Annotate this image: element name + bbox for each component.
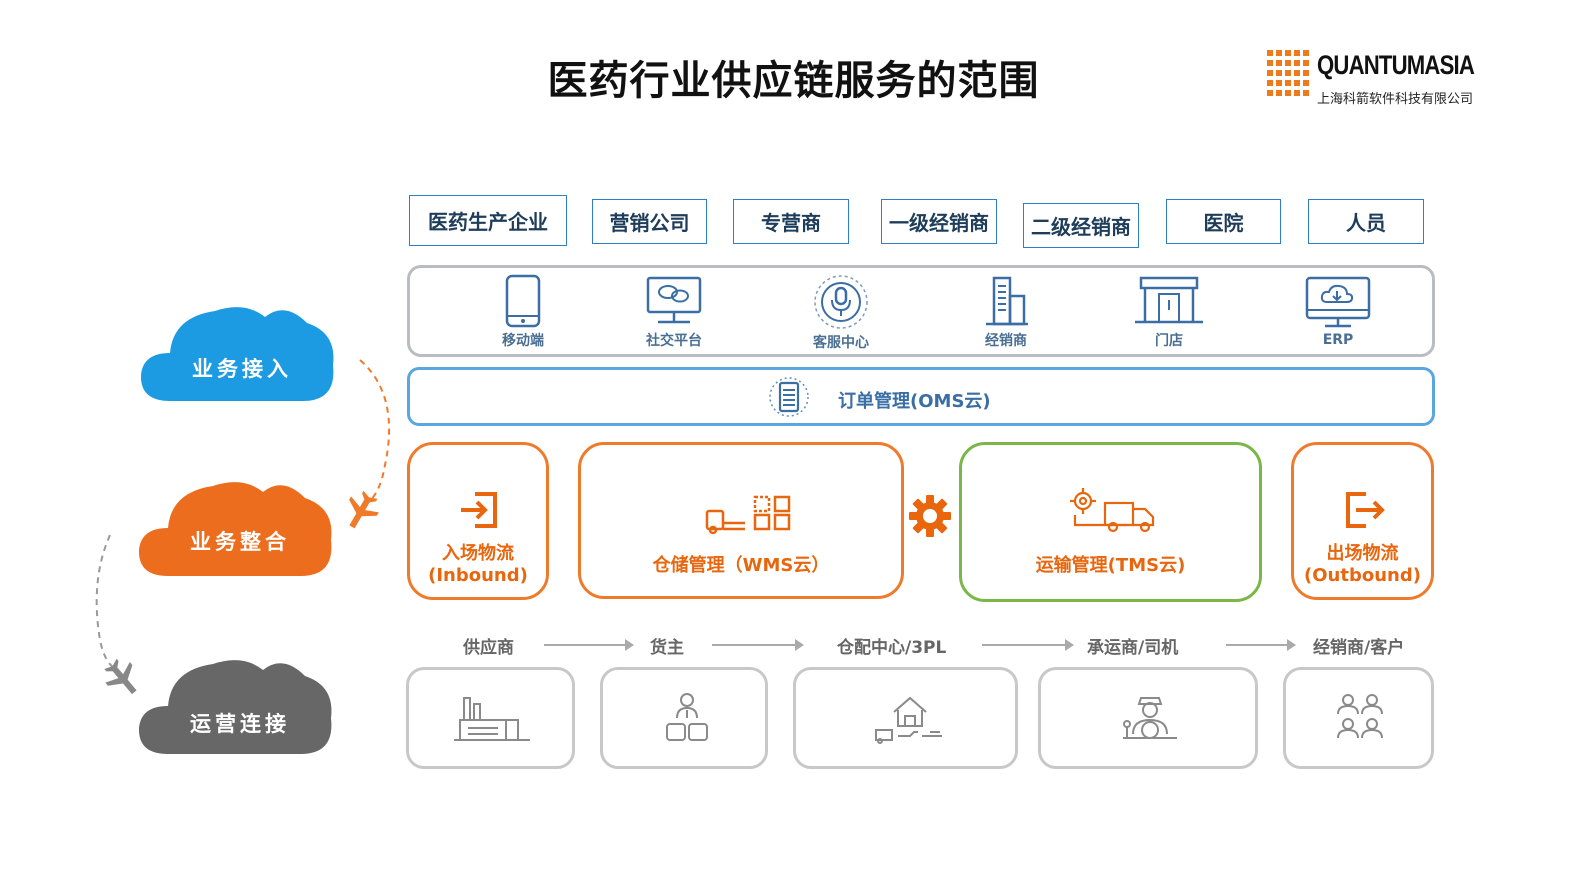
warehouse-icon <box>875 696 942 744</box>
flow-arrow <box>712 639 804 651</box>
flow-arrow <box>1226 639 1296 651</box>
cloud-monitor-icon <box>1305 276 1371 328</box>
op-carrier-box <box>1038 667 1258 769</box>
op-label-cargo-owner: 货主 <box>650 638 684 658</box>
stakeholder-tier2-distributor: 二级经销商 <box>1023 203 1139 248</box>
tms-label: 运输管理(TMS云) <box>1035 555 1186 576</box>
channel-call-center: 客服中心 <box>781 274 901 352</box>
company-logo: QUANTUMASIA 上海科箭软件科技有限公司 <box>1265 48 1480 108</box>
airplane-icon <box>104 658 137 695</box>
logo-company: 上海科箭软件科技有限公司 <box>1317 92 1474 107</box>
cloud-business-access <box>140 307 334 401</box>
cloud-operations-connect <box>138 660 332 754</box>
op-label-carrier: 承运商/司机 <box>1087 638 1179 658</box>
stakeholder-pharma-manufacturer: 医药生产企业 <box>409 195 567 246</box>
people-group-icon <box>1337 694 1383 739</box>
op-label-supplier: 供应商 <box>463 638 514 658</box>
logo-mark-icon <box>1267 50 1309 96</box>
op-dealer-box <box>1283 667 1434 769</box>
cloud-label-access: 业务接入 <box>192 357 292 381</box>
channel-erp: ERP <box>1278 274 1398 348</box>
op-label-dealer-customer: 经销商/客户 <box>1313 638 1405 658</box>
inbound-label: 入场物流 <box>442 543 514 564</box>
inbound-sublabel: (Inbound) <box>428 565 528 586</box>
dashed-connector-gray <box>95 534 137 695</box>
channels-panel: 移动端 社交平台 客服中心 经销商 门店 ERP <box>407 265 1435 357</box>
flow-arrow <box>982 639 1074 651</box>
driver-icon <box>1123 697 1177 739</box>
outbound-label: 出场物流 <box>1326 543 1399 564</box>
channel-social: 社交平台 <box>614 274 734 350</box>
stakeholder-exclusive-dealer: 专营商 <box>733 199 849 244</box>
warehouse-truck-icon <box>705 495 791 535</box>
wms-panel: 仓储管理（WMS云） <box>578 442 904 599</box>
gear-truck-icon <box>1070 488 1155 533</box>
exit-icon <box>1346 492 1385 528</box>
chat-monitor-icon <box>646 276 702 324</box>
outbound-panel: 出场物流 (Outbound) <box>1291 442 1434 600</box>
outbound-sublabel: (Outbound) <box>1304 565 1421 586</box>
airplane-icon <box>349 490 379 529</box>
mobile-icon <box>505 274 541 328</box>
oms-panel: 订单管理(OMS云) <box>407 367 1435 426</box>
flow-arrow <box>544 639 634 651</box>
stakeholder-personnel: 人员 <box>1308 199 1424 244</box>
stakeholder-hospital: 医院 <box>1166 199 1281 244</box>
storefront-icon <box>1135 276 1203 324</box>
gear-icon <box>909 495 951 537</box>
logo-brand: QUANTUMASIA <box>1317 50 1475 80</box>
factory-icon <box>454 697 530 741</box>
stakeholder-tier1-distributor: 一级经销商 <box>881 199 997 244</box>
cloud-label-connect: 运营连接 <box>190 712 290 736</box>
page-title: 医药行业供应链服务的范围 <box>547 58 1040 104</box>
channel-mobile: 移动端 <box>463 274 583 350</box>
microphone-icon <box>814 275 868 329</box>
stakeholder-marketing-company: 营销公司 <box>592 199 707 244</box>
oms-label: 订单管理(OMS云) <box>838 391 991 412</box>
inbound-panel: 入场物流 (Inbound) <box>407 442 549 600</box>
wms-label: 仓储管理（WMS云） <box>652 555 830 576</box>
channel-distributor: 经销商 <box>946 274 1066 350</box>
tms-panel: 运输管理(TMS云) <box>959 442 1262 602</box>
op-3pl-box <box>793 667 1018 769</box>
cloud-business-integration <box>138 482 332 576</box>
server-icon <box>769 377 809 417</box>
dashed-connector-orange <box>349 359 391 529</box>
op-owner-box <box>600 667 768 769</box>
cloud-label-integration: 业务整合 <box>190 530 290 554</box>
building-icon <box>986 276 1028 326</box>
enter-icon <box>461 492 497 528</box>
op-supplier-box <box>406 667 575 769</box>
owner-boxes-icon <box>666 693 708 741</box>
channel-store: 门店 <box>1109 274 1229 350</box>
op-label-3pl: 仓配中心/3PL <box>837 638 947 658</box>
